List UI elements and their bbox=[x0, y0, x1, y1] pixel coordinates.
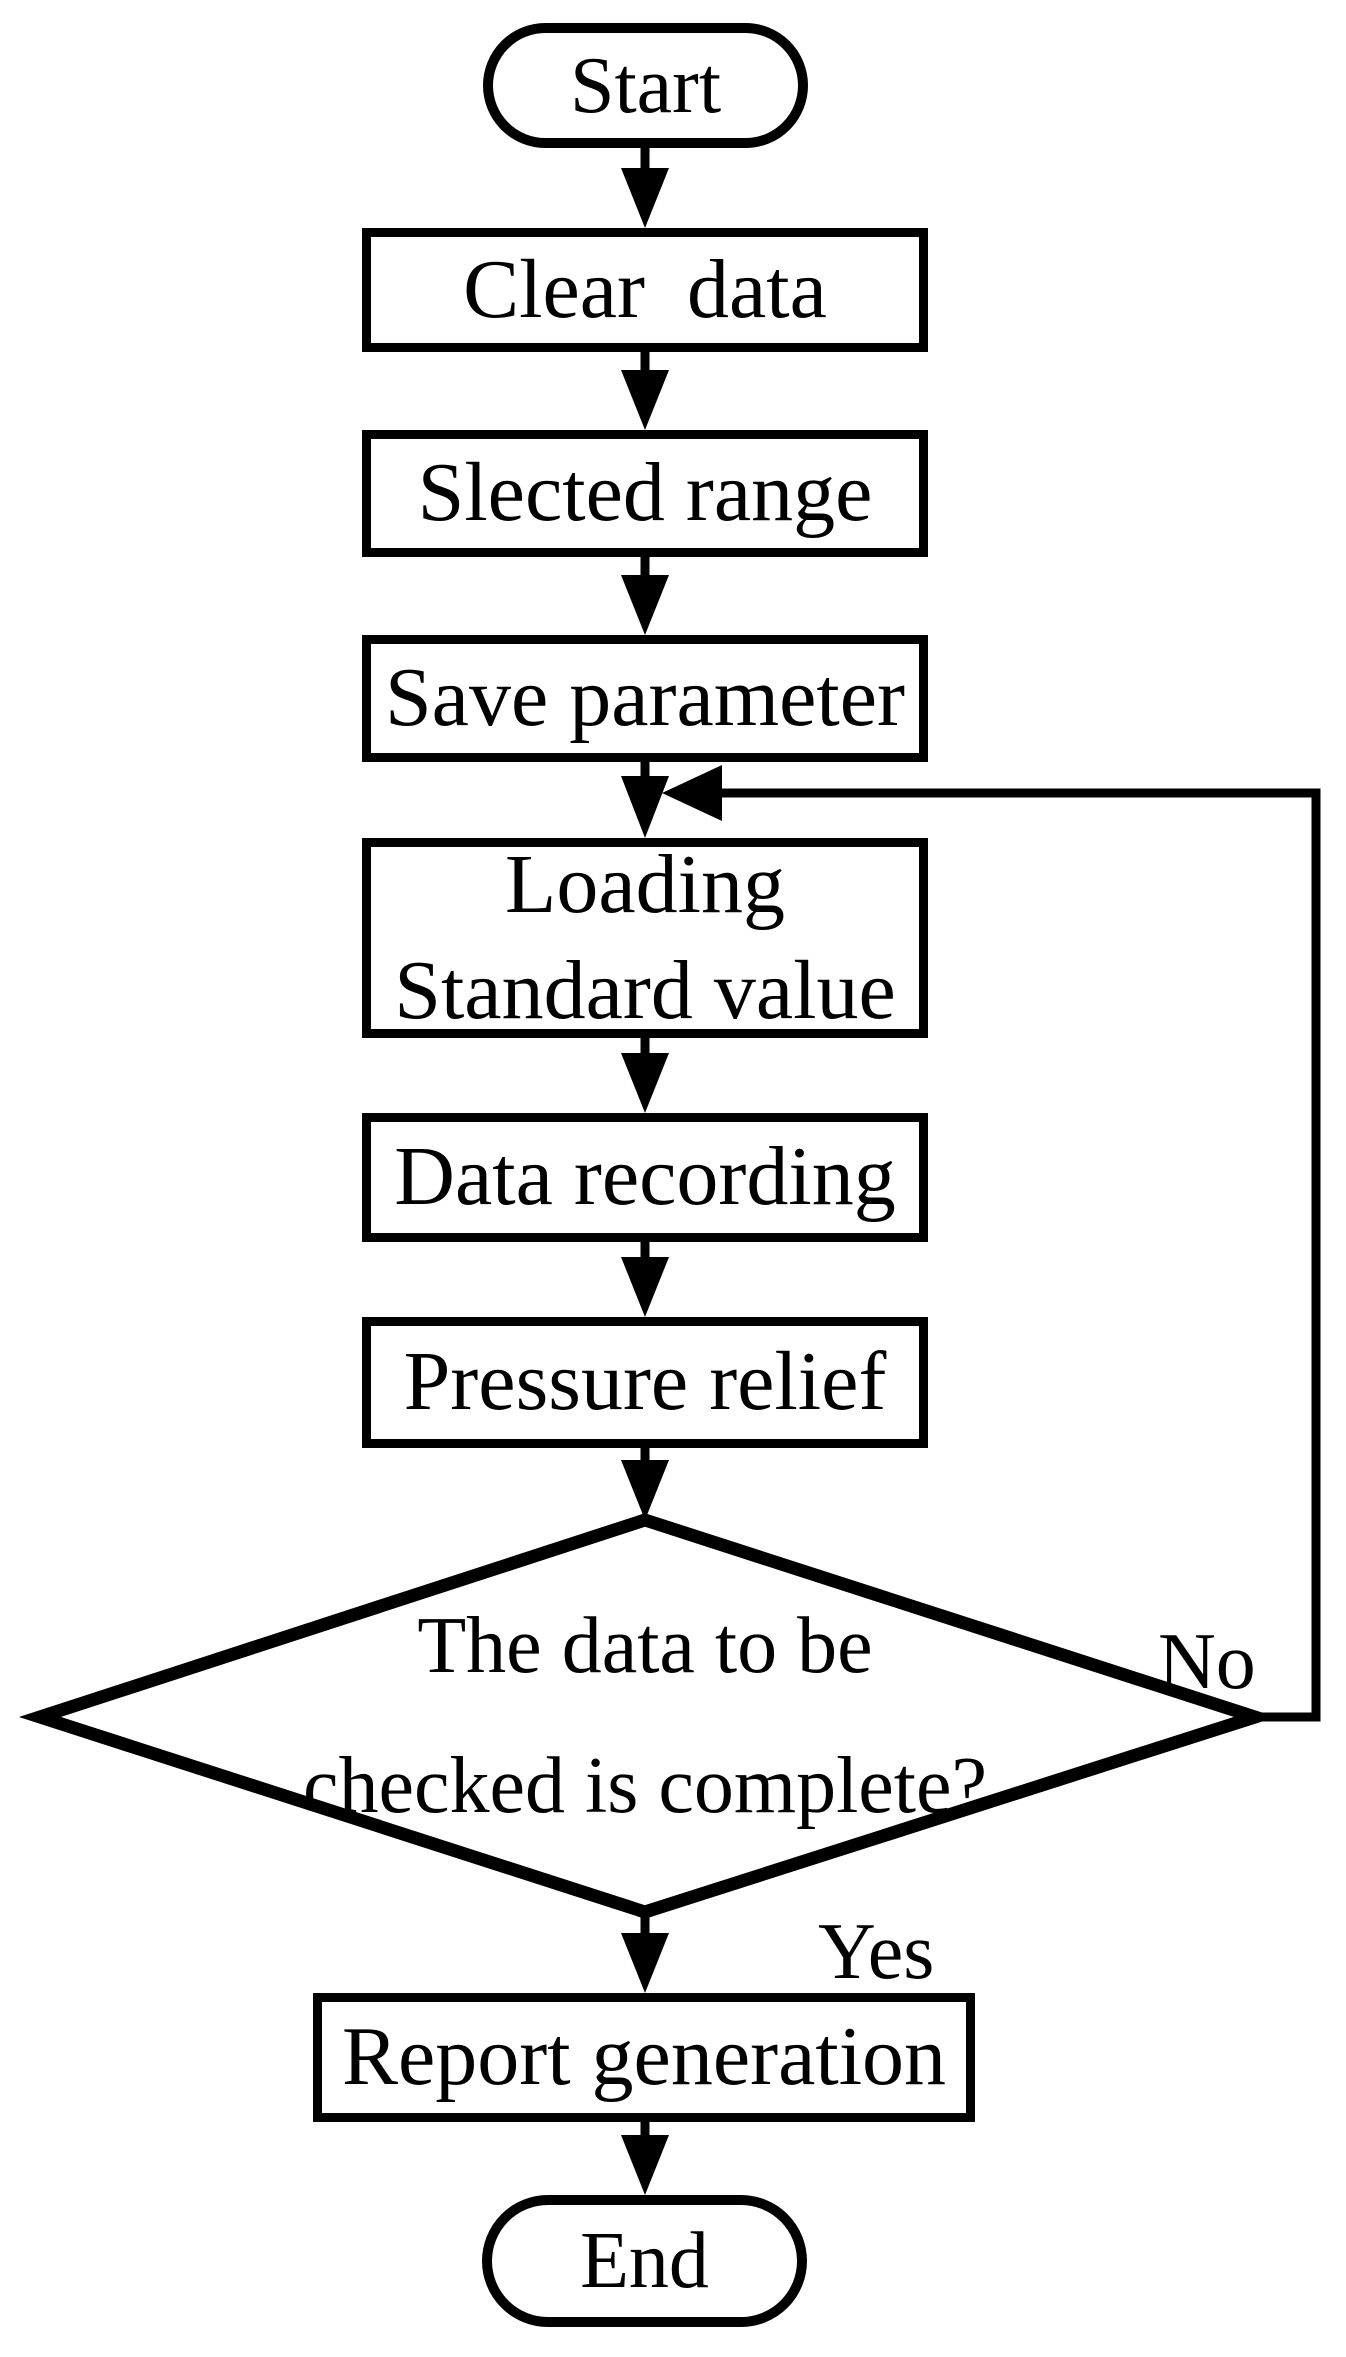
arrowhead-end bbox=[621, 2135, 669, 2195]
node-pressure-relief-label: Pressure relief bbox=[403, 1335, 887, 1429]
node-clear-data-label: Clear data bbox=[463, 242, 827, 336]
decision-line1: The data to be bbox=[417, 1602, 873, 1690]
arrowhead-report bbox=[621, 1933, 669, 1993]
node-data-recording: Data recording bbox=[362, 1113, 928, 1242]
node-save-parameter: Save parameter bbox=[362, 635, 928, 762]
edge-label-yes: Yes bbox=[818, 1908, 935, 1996]
node-report-generation-label: Report generation bbox=[341, 2010, 947, 2104]
node-loading-standard-value: Loading Standard value bbox=[362, 838, 928, 1038]
edge-label-no: No bbox=[1158, 1618, 1256, 1706]
node-loading-line2: Standard value bbox=[394, 944, 896, 1037]
node-decision-text: The data to be checked is complete? bbox=[195, 1576, 1095, 1856]
node-selected-range-label: Slected range bbox=[417, 446, 873, 540]
arrowhead-data-recording bbox=[621, 1053, 669, 1113]
node-report-generation: Report generation bbox=[313, 1993, 975, 2122]
arrowhead-pressure bbox=[621, 1257, 669, 1317]
arrowhead-selected bbox=[621, 370, 669, 430]
node-clear-data: Clear data bbox=[362, 228, 928, 352]
arrowhead-loading bbox=[621, 776, 669, 838]
node-end-label: End bbox=[580, 2217, 709, 2305]
node-end: End bbox=[482, 2195, 807, 2327]
no-feedback-line bbox=[676, 788, 1321, 1722]
node-selected-range: Slected range bbox=[362, 430, 928, 557]
node-start: Start bbox=[483, 23, 808, 148]
node-loading-line1: Loading bbox=[505, 838, 785, 931]
node-save-parameter-label: Save parameter bbox=[384, 651, 906, 745]
node-data-recording-label: Data recording bbox=[394, 1130, 896, 1224]
arrowhead-save bbox=[621, 575, 669, 635]
node-start-label: Start bbox=[569, 41, 722, 130]
no-feedback-arrowhead bbox=[662, 765, 722, 821]
arrowhead-decision bbox=[621, 1460, 669, 1520]
arrowhead-clear bbox=[621, 168, 669, 228]
decision-line2: checked is complete? bbox=[302, 1742, 988, 1830]
node-pressure-relief: Pressure relief bbox=[362, 1317, 928, 1448]
